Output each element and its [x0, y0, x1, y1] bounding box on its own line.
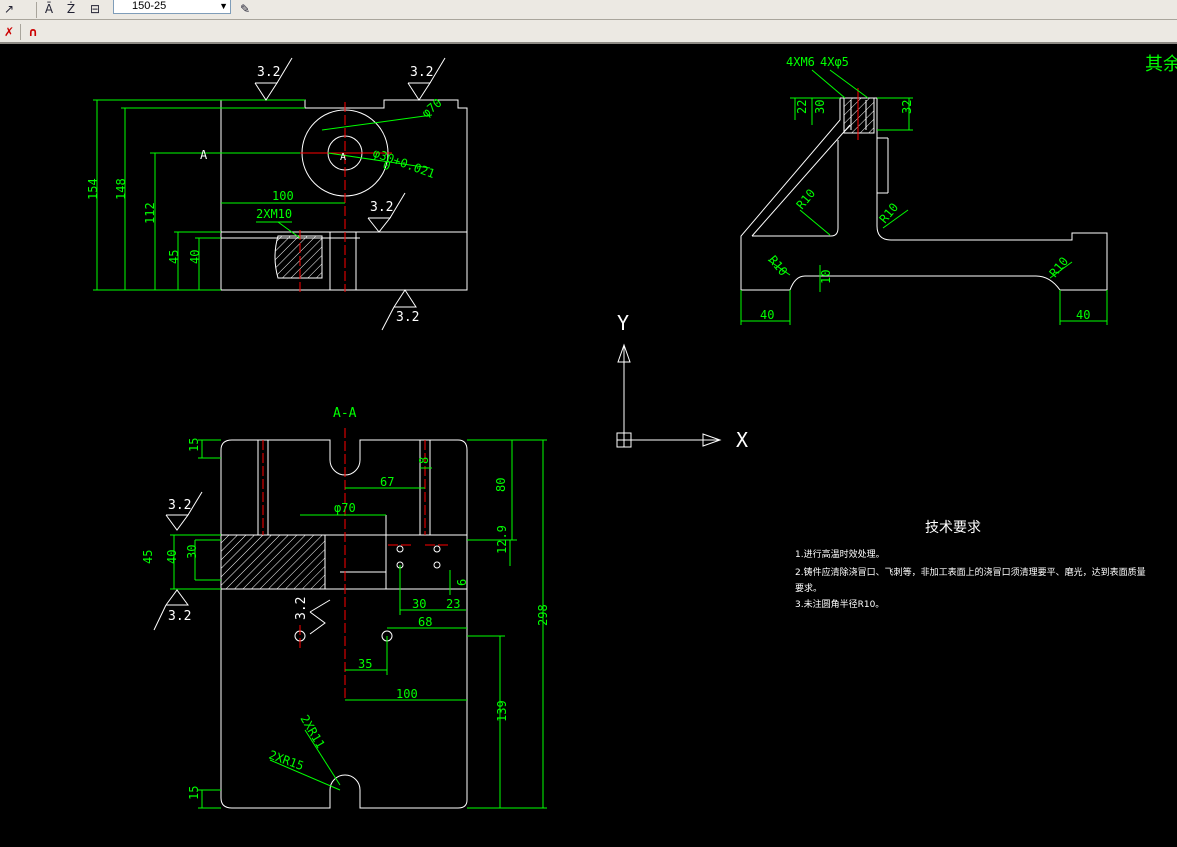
dim-68: 68	[418, 615, 432, 629]
roughness-label: 3.2	[410, 65, 433, 80]
dim-45: 45	[167, 250, 181, 264]
dim-148: 148	[114, 178, 128, 200]
dim-22: 22	[795, 100, 809, 114]
drawing-canvas[interactable]: 154 148 112 45 40 100 φ70 φ30+0.021 0 2X…	[0, 46, 1177, 842]
ucs-icon	[616, 343, 722, 448]
chevron-down-icon: ▼	[219, 1, 228, 11]
dim-40-section: 40	[165, 550, 179, 564]
toolbar-separator	[20, 24, 21, 40]
dim-12-9: 12.9	[495, 525, 509, 554]
bracket-outline	[740, 97, 1108, 291]
snap-toolbar: ✗ ∩	[0, 20, 1177, 44]
section-roughness	[153, 491, 331, 635]
dim-15-bottom: 15	[187, 786, 201, 800]
roughness-label: 3.2	[168, 609, 191, 624]
dim-100: 100	[272, 189, 294, 203]
dim-tool-icon[interactable]: ✗	[3, 25, 15, 39]
ucs-x-label: X	[736, 428, 748, 452]
section-outline	[220, 439, 468, 809]
polyline-icon[interactable]: ↗	[3, 2, 15, 16]
tech-req-item: 3.未注圆角半径R10。	[795, 598, 884, 610]
dim-style-icon[interactable]: Ż	[66, 2, 76, 16]
roughness-label: 3.2	[396, 310, 419, 325]
top-view-hatch	[274, 235, 323, 279]
side-view-dims	[740, 69, 1108, 325]
dim-139: 139	[495, 700, 509, 722]
dim-15-top: 15	[187, 438, 201, 452]
dim-32: 32	[900, 100, 914, 114]
dim-40-left: 40	[760, 308, 774, 322]
dimstyle-select[interactable]: 150-25 ▼	[113, 0, 231, 14]
other-surfaces-note: 其余	[1145, 54, 1177, 75]
dim-67: 67	[380, 475, 394, 489]
dim-112: 112	[143, 202, 157, 224]
roughness-label: 3.2	[294, 597, 309, 620]
side-view	[740, 88, 1108, 291]
dimstyle-value: 150-25	[132, 0, 167, 12]
dim-r10-d: R10	[1047, 254, 1072, 280]
section-dims	[170, 439, 547, 809]
dim-23: 23	[446, 597, 460, 611]
dim-35: 35	[358, 657, 372, 671]
toolbar-separator	[36, 2, 37, 18]
drawing-svg: 154 148 112 45 40 100 φ70 φ30+0.021 0 2X…	[86, 54, 1177, 809]
tech-req-title: 技术要求	[925, 520, 981, 536]
dim-80: 80	[494, 478, 508, 492]
dim-r10-c: R10	[766, 253, 791, 279]
dim-45-section: 45	[141, 550, 155, 564]
dim-100-section: 100	[396, 687, 418, 701]
side-view-labels: 4XM6 4Xφ5 22 30 32 R10 R10 R10 R10 10 40…	[760, 55, 1090, 322]
dim-40: 40	[188, 250, 202, 264]
tech-req-item: 1.进行高温时效处理。	[795, 548, 885, 560]
section-title: A-A	[333, 406, 357, 421]
dim-tol-zero: 0	[381, 158, 393, 174]
tech-req-item: 2.铸件应清除浇冒口、飞刺等，非加工表面上的浇冒口须清理要平、磨光，达到表面质量	[795, 566, 1146, 578]
dim-phi70-section: φ70	[334, 501, 356, 515]
dim-10: 10	[819, 270, 833, 284]
tech-req-list: 1.进行高温时效处理。 2.铸件应清除浇冒口、飞刺等，非加工表面上的浇冒口须清理…	[795, 548, 1146, 610]
dim-phi30: φ30+0.021	[371, 146, 437, 181]
dim-r10-a: R10	[794, 186, 819, 212]
dim-r10-b: R10	[877, 200, 902, 226]
dim-40-right: 40	[1076, 308, 1090, 322]
section-mark-a: A	[200, 148, 208, 162]
roughness-label: 3.2	[168, 498, 191, 513]
dim-4xm6: 4XM6	[786, 55, 815, 69]
roughness-label: 3.2	[370, 200, 393, 215]
dim-4xphi5: 4Xφ5	[820, 55, 849, 69]
dim-2xm10: 2XM10	[256, 207, 292, 221]
dimension-toolbar: ↗ Ā Ż ⊟ 150-25 ▼ ✎	[0, 0, 1177, 20]
dim-6: 6	[455, 579, 469, 586]
top-view-dims	[93, 99, 433, 291]
top-view-roughness-labels: 3.2 3.2 3.2 3.2	[257, 65, 433, 325]
top-view-roughness	[254, 57, 446, 331]
dim-8: 8	[417, 457, 431, 464]
magnet-icon[interactable]: ∩	[28, 25, 38, 39]
roughness-label: 3.2	[257, 65, 280, 80]
ucs-y-label: Y	[617, 311, 629, 335]
top-view-outline	[220, 99, 468, 291]
dim-154: 154	[86, 178, 100, 200]
dim-298: 298	[536, 604, 550, 626]
dim-2xr11: 2XR11	[297, 713, 327, 751]
dim-30: 30	[813, 100, 827, 114]
section-mark-a-center: A	[340, 152, 346, 163]
side-view-hatch	[843, 97, 875, 134]
top-view	[220, 99, 468, 292]
section-view	[220, 439, 468, 809]
section-hatch	[220, 534, 326, 590]
section-roughness-labels: 3.2 3.2 3.2	[168, 498, 309, 624]
text-style-icon[interactable]: Ā	[44, 2, 54, 16]
pencil-icon[interactable]: ✎	[239, 2, 251, 16]
dim-edit-icon[interactable]: ⊟	[89, 2, 101, 16]
dim-2xr15: 2XR15	[267, 748, 306, 774]
dim-30b: 30	[412, 597, 426, 611]
tech-req-item: 要求。	[795, 582, 822, 594]
dim-30-section: 30	[185, 545, 199, 559]
